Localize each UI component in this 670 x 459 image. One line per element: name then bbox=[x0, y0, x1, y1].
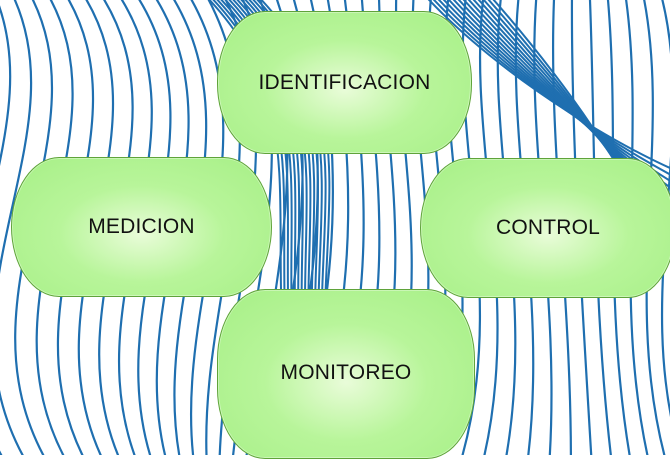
node-monitoreo-label: MONITOREO bbox=[280, 361, 412, 384]
node-identificacion-label: IDENTIFICACION bbox=[258, 70, 431, 94]
node-medicion: MEDICION bbox=[11, 157, 272, 297]
wave-line bbox=[0, 0, 33, 455]
node-identificacion: IDENTIFICACION bbox=[217, 11, 472, 154]
node-monitoreo: MONITOREO bbox=[217, 289, 475, 459]
node-medicion-label: MEDICION bbox=[88, 215, 195, 238]
node-control: CONTROL bbox=[420, 158, 670, 298]
node-control-label: CONTROL bbox=[495, 216, 601, 239]
wave-line bbox=[0, 5, 12, 455]
